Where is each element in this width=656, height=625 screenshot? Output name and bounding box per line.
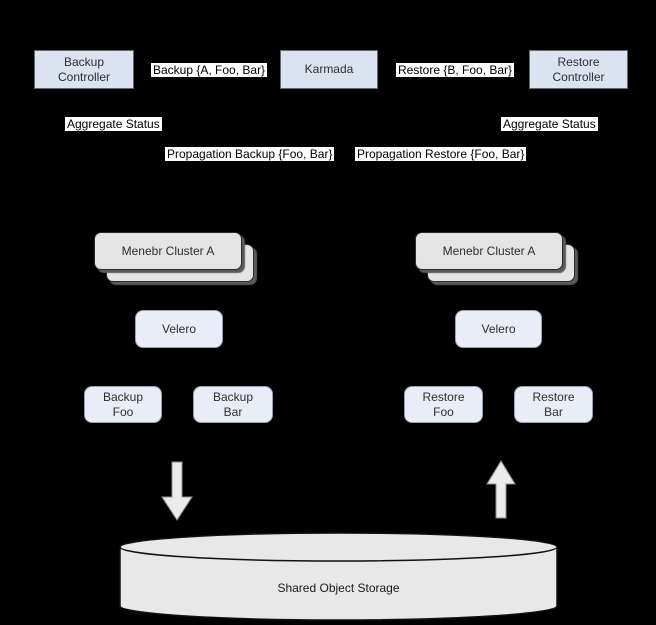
karmada-node: Karmada <box>280 50 378 89</box>
shared-object-storage-label: Shared Object Storage <box>277 581 400 595</box>
restore-bar-node: Restore Bar <box>514 386 593 423</box>
up-arrow-icon <box>486 460 516 519</box>
backup-foo-node: Backup Foo <box>84 386 162 423</box>
aggregate-status-right-label: Aggregate Status <box>501 117 598 131</box>
backup-controller-node: Backup Controller <box>34 50 134 89</box>
restore-controller-node: Restore Controller <box>529 50 628 89</box>
restore-foo-node: Restore Foo <box>404 386 483 423</box>
backup-crd-label: Backup {A, Foo, Bar} <box>151 63 268 77</box>
storage-cylinder <box>119 532 558 621</box>
propagation-backup-label: Propagation Backup {Foo, Bar} <box>165 147 335 161</box>
member-cluster-left-node: Menebr Cluster A <box>94 232 242 270</box>
velero-right-node: Velero <box>455 310 542 348</box>
down-arrow-icon <box>161 461 193 521</box>
aggregate-status-left-label: Aggregate Status <box>65 117 162 131</box>
propagation-restore-label: Propagation Restore {Foo, Bar} <box>355 147 527 161</box>
member-cluster-right-node: Menebr Cluster A <box>415 232 563 270</box>
restore-crd-label: Restore {B, Foo, Bar} <box>396 63 515 77</box>
velero-left-node: Velero <box>135 310 223 348</box>
backup-bar-node: Backup Bar <box>193 386 273 423</box>
